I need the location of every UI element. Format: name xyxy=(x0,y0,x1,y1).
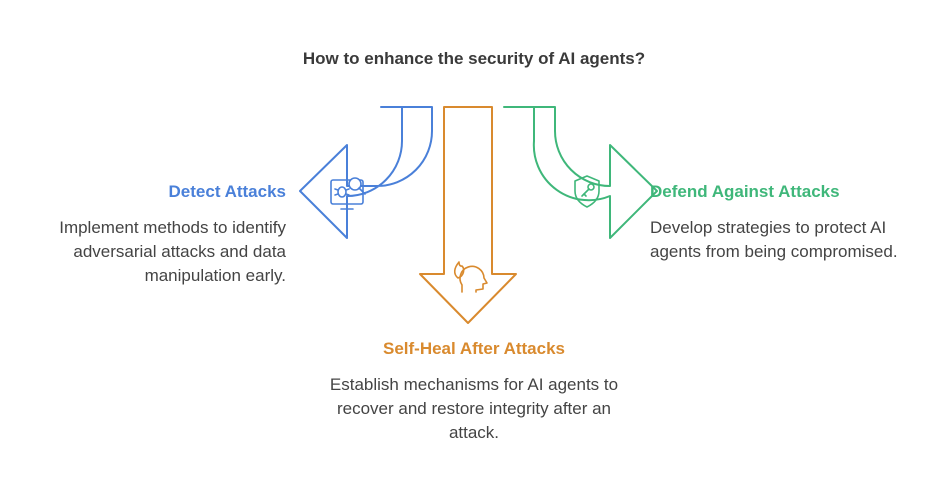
defend-arrow xyxy=(503,106,658,239)
shield-key-icon xyxy=(574,175,600,208)
heal-description: Establish mechanisms for AI agents to re… xyxy=(329,375,619,442)
defend-heading: Defend Against Attacks xyxy=(650,182,840,201)
diagram-title: How to enhance the security of AI agents… xyxy=(302,49,646,68)
head-flame-icon xyxy=(453,261,488,293)
search-bug-icon xyxy=(330,177,366,210)
heal-heading: Self-Heal After Attacks xyxy=(382,339,566,358)
detect-heading: Detect Attacks xyxy=(168,182,286,201)
detect-arrow xyxy=(299,106,433,239)
detect-description: Implement methods to identify adversaria… xyxy=(59,218,286,285)
heal-arrow xyxy=(419,106,517,324)
defend-description: Develop strategies to protect AI agents … xyxy=(650,218,898,261)
